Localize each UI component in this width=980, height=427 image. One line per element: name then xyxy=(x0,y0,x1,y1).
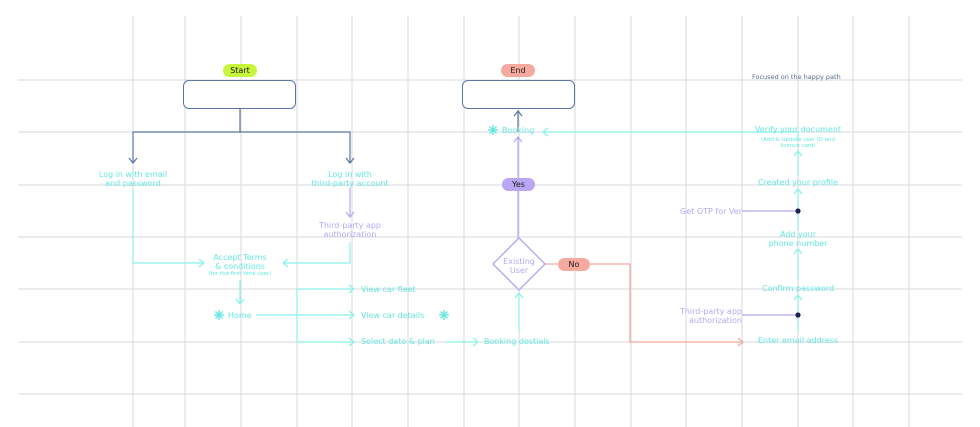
arrowhead xyxy=(793,150,803,157)
arrowhead xyxy=(472,337,479,347)
start-pill: Start xyxy=(223,64,257,77)
arrowhead xyxy=(737,337,744,347)
arrowhead xyxy=(793,248,803,255)
add-phone-label: Add your phone number xyxy=(768,230,828,248)
existing-user-diamond xyxy=(492,237,546,291)
purple-paths xyxy=(345,136,798,316)
no-to-email-line xyxy=(590,263,743,343)
arrowhead xyxy=(348,310,355,320)
arrowhead xyxy=(542,127,549,137)
start-connector xyxy=(240,131,351,162)
booking-details-label: Booking destials xyxy=(484,337,550,346)
start-box xyxy=(183,80,296,109)
select-date-plan-label: Select date & plan xyxy=(361,337,435,346)
cyan-paths xyxy=(132,127,803,347)
accept-terms-note: (for the first time user) xyxy=(208,271,272,277)
get-otp-label: Get OTP for Ver xyxy=(680,207,742,216)
email-login-to-terms-line xyxy=(132,190,204,264)
existing-user-label: Existing User xyxy=(503,257,535,275)
view-car-fleet-label: View car fleet xyxy=(361,285,416,294)
arrowhead xyxy=(348,337,355,347)
created-profile-label: Created your profile xyxy=(757,178,838,187)
arrowhead xyxy=(345,211,355,218)
home-label: Home xyxy=(228,311,252,320)
third-party-auth-left-label: Third-party app authorization xyxy=(318,221,382,239)
details-star-icon xyxy=(439,310,449,320)
arrowhead xyxy=(235,298,245,305)
arrowhead xyxy=(513,136,523,143)
happy-path-note: Focused on the happy path xyxy=(752,73,841,81)
arrowhead xyxy=(282,258,289,268)
arrowhead xyxy=(345,157,355,164)
otp-junction-dot xyxy=(795,208,801,214)
start-branches xyxy=(128,108,523,164)
booking-label: Booking xyxy=(502,126,535,135)
arrowhead xyxy=(793,188,803,195)
view-car-details-label: View car details xyxy=(361,311,425,320)
auth-to-terms-line xyxy=(283,242,351,264)
arrowhead xyxy=(348,284,355,294)
login-email-label: Log in with email and password xyxy=(98,170,168,188)
third-party-auth-right-label: Third-party app authorization xyxy=(679,307,742,325)
arrowhead xyxy=(128,157,138,164)
verify-to-booking-line xyxy=(543,131,799,140)
verify-document-note: (Add & Update user ID and licence card) xyxy=(761,137,835,149)
verify-document-label: Verify your document xyxy=(754,125,842,134)
arrowhead xyxy=(198,258,205,268)
arrowhead xyxy=(513,110,523,117)
enter-email-label: Enter email address xyxy=(757,336,839,345)
end-pill: End xyxy=(501,64,535,77)
accept-terms-label: Accept Terms & conditions xyxy=(213,253,267,271)
home-star-icon xyxy=(214,310,224,320)
arrowhead xyxy=(514,292,524,299)
end-box xyxy=(462,80,575,109)
booking-star-icon xyxy=(488,125,498,135)
login-third-party-label: Log in with third-party account xyxy=(311,170,389,188)
confirm-password-label: Confirm password xyxy=(761,284,835,293)
auth-junction-dot xyxy=(795,312,801,318)
no-path xyxy=(545,263,744,347)
yes-pill: Yes xyxy=(502,178,535,191)
no-pill: No xyxy=(558,258,590,271)
arrowhead xyxy=(793,294,803,301)
start-connector xyxy=(132,108,241,162)
